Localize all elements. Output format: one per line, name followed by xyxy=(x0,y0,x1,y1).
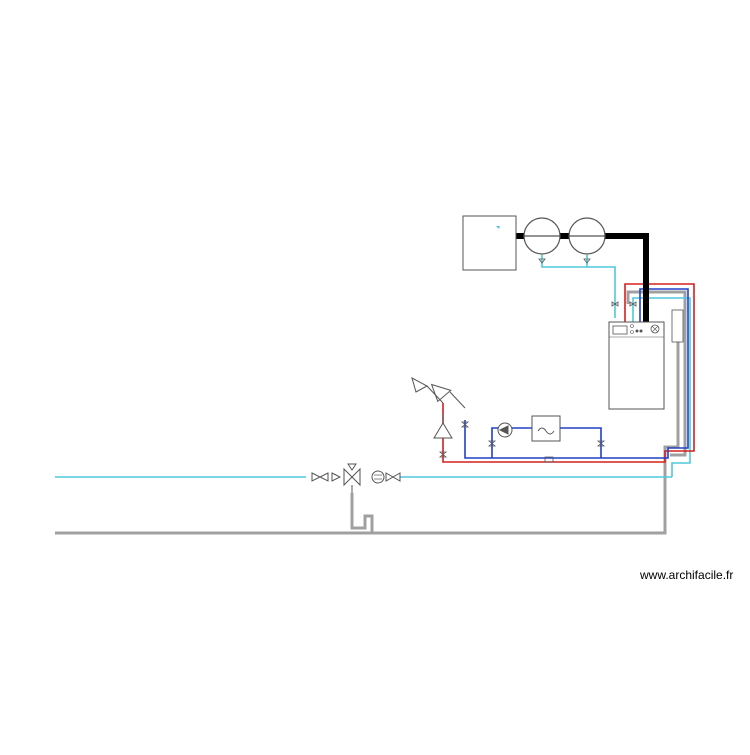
drain-pipe xyxy=(55,290,687,535)
valve-icon xyxy=(343,463,361,493)
expansion-vessel-icon xyxy=(523,217,606,255)
hot-water-pipe xyxy=(442,283,695,463)
valve-icon xyxy=(311,472,342,482)
valve-icon xyxy=(611,301,637,307)
watermark-text: www.archifacile.fr xyxy=(640,568,734,582)
siphon-icon xyxy=(671,309,684,343)
terminal-icon xyxy=(411,377,466,409)
valve-icon xyxy=(538,258,591,264)
radiator-icon xyxy=(531,415,561,442)
pump-icon xyxy=(433,413,453,439)
boiler-icon xyxy=(608,321,665,410)
cold-water-pipe xyxy=(55,255,691,478)
pump-icon xyxy=(497,422,513,438)
valve-icon xyxy=(385,472,401,482)
meter-icon xyxy=(371,470,385,484)
valve-icon xyxy=(438,421,606,463)
tank-icon xyxy=(462,215,517,271)
